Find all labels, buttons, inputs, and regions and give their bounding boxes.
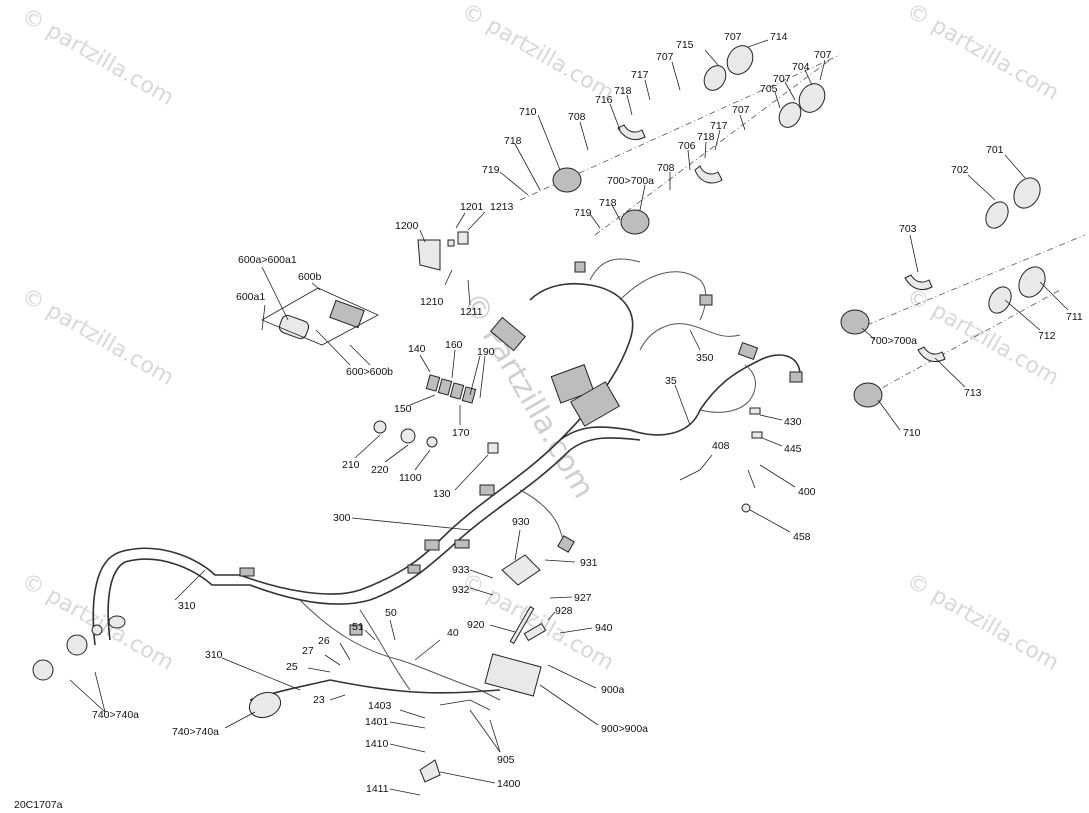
- callout-label: 740>740a: [172, 726, 219, 738]
- callout-label: 700>700a: [607, 175, 654, 187]
- callout-labels: 714 715 707 707 717 718 716 710 708 718 …: [92, 31, 1083, 795]
- callout-label: 703: [899, 223, 917, 235]
- callout-label: 220: [371, 464, 389, 476]
- callout-label: 600a1: [236, 291, 265, 303]
- callout-label: 707: [773, 73, 791, 85]
- watermark-text: © partzilla.com: [902, 0, 1063, 106]
- callout-label: 702: [951, 164, 969, 176]
- callout-label: 930: [512, 516, 530, 528]
- callout-label: 1201: [460, 201, 484, 213]
- callout-label: 932: [452, 584, 470, 596]
- callout-label: 719: [574, 207, 592, 219]
- callout-label: 707: [814, 49, 832, 61]
- speaker-assembly-upper: [519, 45, 1086, 408]
- watermark-text: © partzilla.com: [17, 284, 178, 391]
- callout-label: 130: [433, 488, 451, 500]
- callout-label: 712: [1038, 330, 1056, 342]
- callout-label: 600b: [298, 271, 322, 283]
- callout-label: 706: [678, 140, 696, 152]
- callout-label: 715: [676, 39, 694, 51]
- watermark-text: © partzilla.com: [902, 569, 1063, 676]
- callout-label: 927: [574, 592, 592, 604]
- callout-label: 718: [504, 135, 522, 147]
- callout-label: 701: [986, 144, 1004, 156]
- callout-label: 600a>600a1: [238, 254, 297, 266]
- callout-label: 933: [452, 564, 470, 576]
- callout-label: 408: [712, 440, 730, 452]
- callout-label: 140: [408, 343, 426, 355]
- callout-label: 160: [445, 339, 463, 351]
- callout-label: 210: [342, 459, 360, 471]
- callout-label: 705: [760, 83, 778, 95]
- callout-label: 1403: [368, 700, 392, 712]
- callout-label: 931: [580, 557, 598, 569]
- small-parts: [32, 231, 763, 783]
- callout-label: 1200: [395, 220, 419, 232]
- callout-label: 430: [784, 416, 802, 428]
- callout-label: 740>740a: [92, 709, 139, 721]
- callout-label: 718: [599, 197, 617, 209]
- callout-label: 716: [595, 94, 613, 106]
- callout-label: 708: [657, 162, 675, 174]
- callout-label: 1213: [490, 201, 514, 213]
- callout-label: 1411: [366, 783, 389, 795]
- callout-label: 458: [793, 531, 811, 543]
- callout-label: 310: [178, 600, 196, 612]
- callout-label: 600>600b: [346, 366, 393, 378]
- callout-label: 1100: [399, 472, 422, 484]
- callout-label: 40: [447, 627, 459, 639]
- callout-label: 1410: [365, 738, 389, 750]
- figure-id: 20C1707a: [14, 799, 63, 811]
- callout-label: 190: [477, 346, 495, 358]
- callout-label: 710: [519, 106, 537, 118]
- callout-label: 700>700a: [870, 335, 917, 347]
- callout-label: 708: [568, 111, 586, 123]
- leader-lines: [69, 39, 1069, 796]
- callout-label: 718: [697, 131, 715, 143]
- callout-label: 350: [696, 352, 714, 364]
- main-wiring-harness: [92, 258, 803, 701]
- callout-label: 1210: [420, 296, 444, 308]
- callout-label: 920: [467, 619, 485, 631]
- callout-label: 1211: [460, 306, 483, 318]
- callout-label: 310: [205, 649, 223, 661]
- callout-label: 1400: [497, 778, 521, 790]
- callout-label: 714: [770, 31, 788, 43]
- callout-label: 713: [964, 387, 982, 399]
- watermark-text: © partzilla.com: [17, 4, 178, 111]
- callout-label: 23: [313, 694, 325, 706]
- callout-label: 900a: [601, 684, 625, 696]
- callout-label: 940: [595, 622, 613, 634]
- callout-label: 400: [798, 486, 816, 498]
- callout-label: 719: [482, 164, 500, 176]
- callout-label: 928: [555, 605, 573, 617]
- callout-label: 445: [784, 443, 802, 455]
- callout-label: 25: [286, 661, 298, 673]
- callout-label: 300: [333, 512, 351, 524]
- callout-label: 905: [497, 754, 515, 766]
- callout-label: 711: [1066, 311, 1083, 323]
- callout-label: 50: [385, 607, 397, 619]
- callout-label: 717: [631, 69, 649, 81]
- callout-label: 707: [656, 51, 674, 63]
- callout-label: 900>900a: [601, 723, 648, 735]
- callout-label: 35: [665, 375, 677, 387]
- callout-label: 170: [452, 427, 470, 439]
- callout-label: 27: [302, 645, 314, 657]
- callout-label: 707: [732, 104, 750, 116]
- callout-label: 1401: [365, 716, 389, 728]
- callout-label: 717: [710, 120, 728, 132]
- callout-label: 704: [792, 61, 810, 73]
- callout-label: 150: [394, 403, 412, 415]
- watermark-text: © partzilla.com: [457, 0, 618, 106]
- callout-label: 710: [903, 427, 921, 439]
- callout-label: 51: [352, 621, 364, 633]
- callout-label: 707: [724, 31, 742, 43]
- callout-label: 718: [614, 85, 632, 97]
- callout-label: 26: [318, 635, 330, 647]
